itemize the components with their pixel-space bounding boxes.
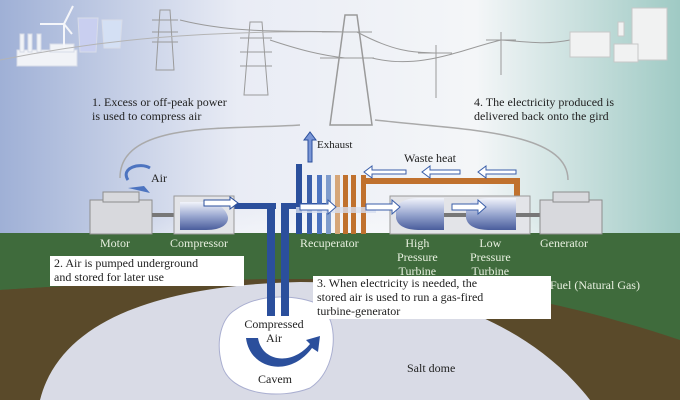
generator-label: Generator — [540, 236, 588, 250]
step-4-text: 4. The electricity produced is delivered… — [474, 95, 615, 123]
high-pressure-turbine — [396, 198, 444, 230]
lp-turbine-label: Low Pressure Turbine — [470, 236, 511, 278]
compressed-air-label: Compressed Air — [244, 317, 304, 345]
waste-heat-label: Waste heat — [404, 151, 457, 165]
hp-turbine-label: High Pressure Turbine — [397, 236, 438, 278]
step-2-text: 2. Air is pumped underground and stored … — [50, 256, 244, 286]
flow-arrow-icon — [451, 198, 487, 216]
motor-label: Motor — [100, 236, 130, 250]
flow-arrow-icon — [365, 198, 401, 216]
waste-heat-arrow-icon — [363, 165, 517, 179]
compressor-pipe — [226, 203, 276, 209]
buildings-icon — [569, 7, 668, 63]
cavern — [218, 296, 334, 395]
exhaust-arrow-icon — [303, 131, 317, 163]
pipe-down — [267, 206, 275, 316]
power-line-in — [119, 124, 301, 179]
compressor-label: Compressor — [170, 236, 228, 250]
wind-turbine-icon — [40, 5, 74, 48]
air-circulation-arrow-icon — [246, 336, 320, 367]
generator — [539, 199, 603, 235]
low-pressure-turbine — [466, 198, 516, 230]
waste-heat-duct — [361, 178, 520, 196]
pipe-up — [281, 206, 289, 316]
flow-arrow-icon — [299, 198, 337, 216]
step-3-text: 3. When electricity is needed, the store… — [313, 276, 551, 320]
transmission-tower-icon — [0, 9, 571, 126]
power-line-out — [374, 119, 569, 181]
salt-dome-label: Salt dome — [407, 361, 456, 375]
air-intake-arrow-icon — [124, 164, 151, 181]
step-1-text: 1. Excess or off-peak power is used to c… — [92, 95, 227, 123]
exhaust-label: Exhaust — [317, 139, 353, 151]
recuperator-label: Recuperator — [300, 236, 359, 250]
motor — [89, 199, 153, 235]
fuel-label: Fuel (Natural Gas) — [550, 278, 640, 292]
air-label: Air — [151, 171, 167, 185]
air-flow-arrow-icon — [203, 196, 239, 210]
shaft — [152, 213, 174, 217]
cavern-label: Cavem — [258, 372, 292, 386]
